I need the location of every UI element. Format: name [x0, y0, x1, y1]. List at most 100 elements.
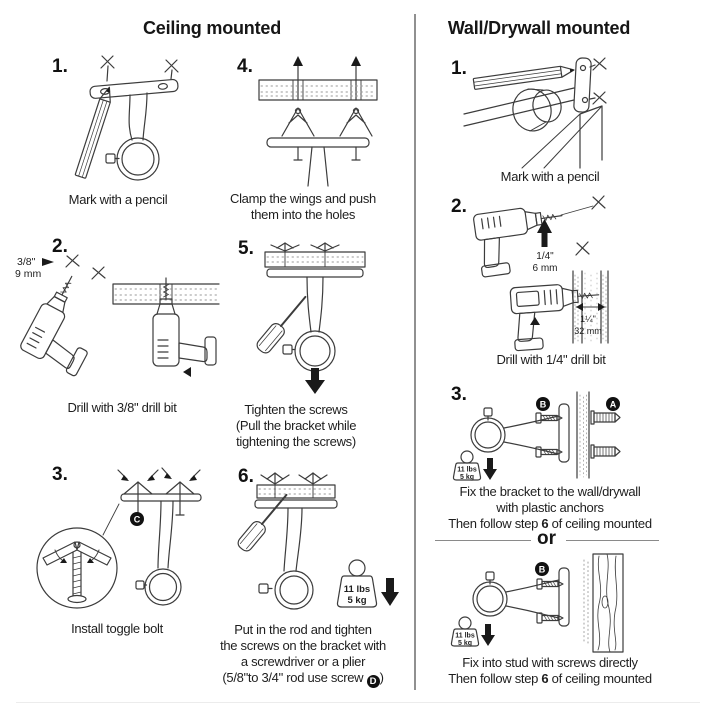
screw-knob — [485, 571, 495, 585]
step-number: 1. — [52, 56, 68, 77]
x-mark-icon — [589, 57, 607, 105]
depth-arrow — [575, 303, 606, 311]
rod-ring — [512, 88, 562, 132]
toggle-bolt-icon — [123, 481, 195, 516]
wall-cross-section — [576, 391, 590, 479]
badge-b: B — [536, 397, 550, 411]
bracket-stem — [128, 92, 148, 141]
step-number: 3. — [451, 384, 467, 405]
bracket-stem — [306, 276, 324, 333]
x-mark-icon — [575, 195, 606, 256]
ceiling-column-title: Ceiling mounted — [143, 18, 281, 38]
svg-text:A: A — [610, 400, 617, 410]
toggle-bolt-icon — [281, 107, 373, 137]
bottom-rule — [16, 702, 700, 703]
step-number: 5. — [238, 238, 254, 259]
anchor-icon — [590, 410, 621, 459]
or-label: or — [537, 528, 556, 549]
drill-icon — [509, 284, 600, 352]
weight-icon: 11 lbs 5 kg — [336, 559, 378, 608]
svg-text:B: B — [539, 565, 546, 575]
wall-plate — [558, 567, 570, 627]
drill-icon — [473, 207, 563, 278]
trigger-arrow-icon — [183, 367, 191, 377]
badge-a: A — [606, 397, 620, 411]
rod-ring — [470, 417, 506, 453]
wood-stud — [592, 553, 624, 653]
step-number: 3. — [52, 464, 68, 485]
step-number: 2. — [52, 236, 68, 257]
weight-kg-label: 5 kg — [458, 640, 472, 647]
step-reference: 6 — [541, 516, 549, 531]
hole-mm-label: 6 mm — [533, 263, 558, 274]
ceiling-cross-section — [258, 79, 378, 101]
step-number: 6. — [238, 466, 254, 487]
weight-lbs-label: 11 lbs — [344, 584, 370, 595]
wall-step2-illustration: 1/4" 6 mm — [473, 195, 609, 352]
screw-icon — [536, 578, 564, 624]
step-caption: Mark with a pencil — [68, 192, 168, 207]
aim-line — [560, 205, 594, 216]
pencil-icon — [74, 86, 111, 179]
x-mark-icon — [65, 254, 106, 280]
screw-knob — [282, 344, 296, 355]
step-number: 1. — [451, 58, 467, 79]
bracket-stem — [503, 415, 560, 455]
right-arrow-icon — [42, 258, 54, 266]
push-arrows — [117, 467, 201, 481]
wall-plate — [558, 403, 570, 463]
bit-size-label: 3/8" — [17, 256, 36, 268]
svg-text:B: B — [540, 400, 547, 410]
up-arrow-icon — [293, 56, 361, 101]
ceiling-step3-illustration: C — [36, 467, 202, 609]
column-divider — [414, 14, 416, 690]
rod-ring — [144, 568, 182, 606]
bracket-stem — [505, 579, 560, 619]
or-divider-left — [435, 540, 531, 541]
down-arrow-icon — [483, 458, 497, 480]
step-number: 2. — [451, 196, 467, 217]
step-number: 4. — [237, 56, 253, 77]
ceiling-step1-illustration — [74, 55, 179, 181]
bracket-plate — [120, 493, 202, 502]
drywall-edge — [583, 559, 589, 647]
step-caption: Put in the rod and tighten the screws on… — [220, 622, 386, 688]
screw-knob — [483, 407, 493, 421]
bracket-plate — [266, 137, 370, 161]
rod — [463, 87, 575, 127]
wall-step1-illustration — [463, 57, 607, 169]
bracket-plate — [254, 499, 338, 509]
screwdriver-icon — [237, 493, 288, 552]
rod-ring — [472, 581, 508, 617]
bracket-stem — [307, 146, 329, 187]
weight-icon: 11 lbs 5 kg — [450, 616, 480, 647]
depth-size-label: 1¼" — [580, 314, 596, 324]
wall-corner — [521, 105, 603, 169]
magnifier-circle — [36, 527, 118, 609]
screw-knob — [105, 153, 120, 164]
screwdriver-icon — [256, 295, 307, 354]
step-caption: Fix into stud with screws directly Then … — [448, 655, 652, 686]
step-caption: Install toggle bolt — [71, 621, 163, 636]
toggle-bolt-detail — [42, 541, 112, 604]
bracket-plate — [266, 268, 364, 278]
wall-plate — [573, 57, 592, 113]
or-divider-right — [566, 540, 659, 541]
step-reference: 6 — [541, 671, 549, 686]
bracket-stem — [283, 507, 303, 572]
wall-step3-illustration: B A — [452, 391, 621, 481]
step-caption: Drill with 3/8" drill bit — [67, 400, 177, 415]
rod-ring — [116, 137, 160, 181]
wall-column-title: Wall/Drywall mounted — [447, 18, 631, 38]
screw-knob — [258, 583, 273, 594]
step-caption: Clamp the wings and push them into the h… — [229, 191, 376, 222]
bit-mm-label: 9 mm — [15, 268, 42, 280]
weight-lbs-label: 11 lbs — [457, 467, 477, 474]
step-caption: Mark with a pencil — [500, 169, 600, 184]
screw-knob — [135, 580, 148, 590]
bracket-stem — [157, 500, 174, 569]
weight-icon: 11 lbs 5 kg — [452, 450, 482, 481]
step-caption: Tighten the screws (Pull the bracket whi… — [235, 402, 357, 449]
rod-ring — [274, 570, 314, 610]
